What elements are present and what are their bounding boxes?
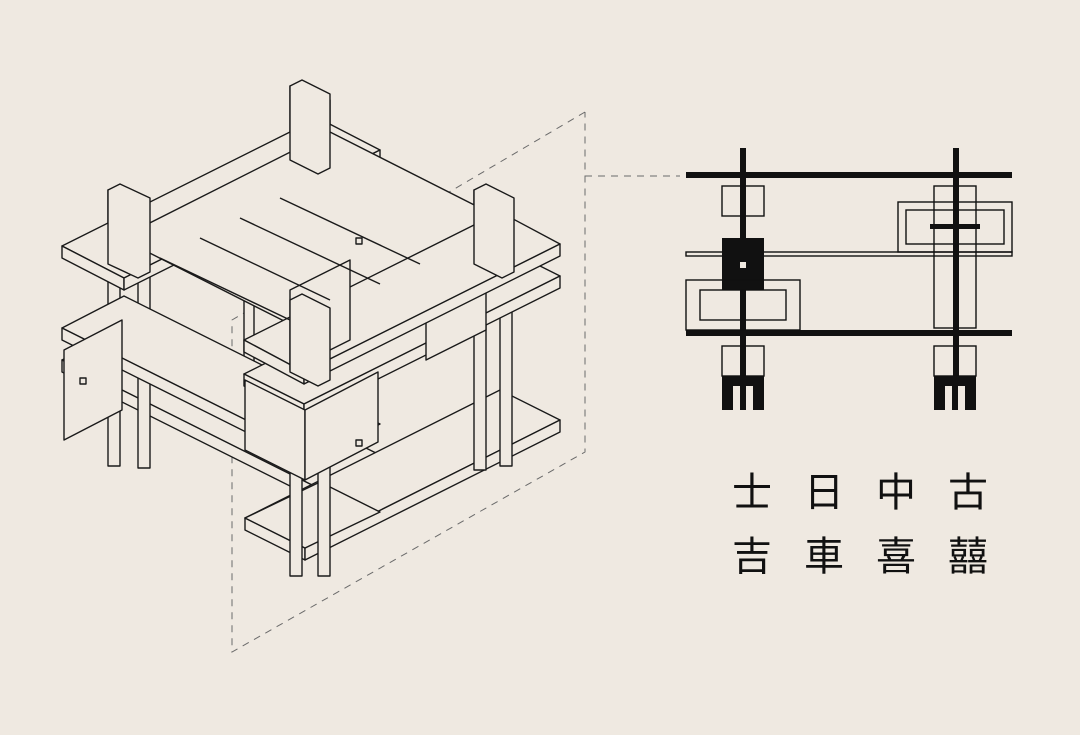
glyph-4: 古 [948,470,988,516]
glyph-3: 中 [876,470,916,516]
glyph-2: 日 [804,470,844,516]
right-column-blocks [897,185,1013,410]
shelf-fins [107,79,515,387]
right-vertical-bar [953,148,959,410]
top-horizontal-bar [686,172,1012,178]
character-grid: 士 日 中 古 吉 車 喜 囍 [716,468,1004,582]
middle-thin-bar [685,251,1013,257]
glyph-5: 吉 [732,534,772,580]
glyph-1: 士 [732,470,772,516]
glyph-6: 車 [804,534,844,580]
glyph-7: 喜 [876,534,916,580]
glyph-8: 囍 [948,534,988,580]
left-column-blocks [685,185,801,410]
bottom-horizontal-bar [686,330,1012,336]
